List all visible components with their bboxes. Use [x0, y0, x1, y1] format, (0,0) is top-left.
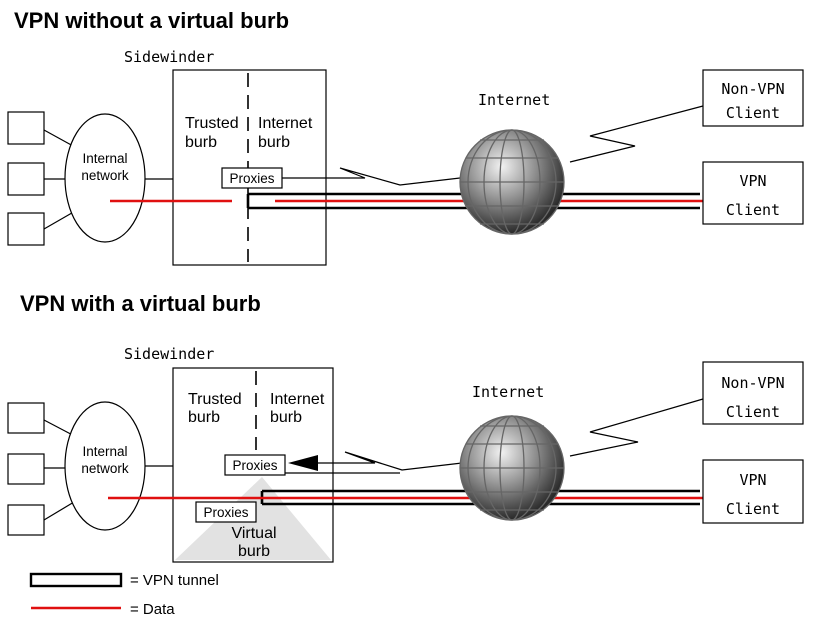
bottom-non-vpn-client-label-2: Client [726, 403, 780, 421]
top-host-3 [7, 212, 45, 246]
top-diagram: VPN without a virtual burb Sidewinder In… [7, 8, 804, 266]
top-globe-icon [459, 129, 565, 235]
bottom-virtual-proxies-label: Proxies [203, 505, 248, 520]
top-internet-burb-1: Internet [258, 115, 313, 132]
bottom-diagram-title: VPN with a virtual burb [20, 291, 261, 316]
bottom-virtual-burb-label-1: Virtual [231, 525, 276, 542]
top-internet-label: Internet [478, 91, 550, 109]
legend-vpn-tunnel-swatch [29, 572, 123, 588]
top-host-1 [7, 111, 45, 145]
bottom-trusted-burb-1: Trusted [188, 391, 242, 408]
top-proxies-label: Proxies [229, 171, 274, 186]
bottom-internal-network-label-2: network [81, 461, 129, 476]
top-sidewinder-label: Sidewinder [124, 48, 214, 66]
top-vpn-client-label-2: Client [726, 201, 780, 219]
bottom-virtual-proxies-box [195, 501, 257, 523]
bottom-vpn-client-label-2: Client [726, 500, 780, 518]
top-internal-network [64, 113, 146, 243]
top-non-vpn-link [569, 105, 704, 163]
bottom-vpn-client-label-1: VPN [739, 471, 766, 489]
top-trusted-burb-1: Trusted [185, 115, 239, 132]
bottom-non-vpn-client-label-1: Non-VPN [721, 374, 784, 392]
top-internet-burb-2: burb [258, 134, 290, 151]
bottom-host-3 [7, 504, 45, 536]
top-non-vpn-client-label-1: Non-VPN [721, 80, 784, 98]
bottom-proxy-internet-link [318, 451, 463, 471]
top-trusted-burb-2: burb [185, 134, 217, 151]
bottom-internet-label: Internet [472, 383, 544, 401]
bottom-internet-burb-2: burb [270, 409, 302, 426]
bottom-host-1 [7, 402, 45, 434]
top-internal-network-label-2: network [81, 168, 129, 183]
bottom-internet-burb-1: Internet [270, 391, 325, 408]
bottom-vpn-client [702, 459, 804, 524]
bottom-non-vpn-client [702, 361, 804, 425]
bottom-proxies-label: Proxies [232, 458, 277, 473]
bottom-sidewinder-label: Sidewinder [124, 345, 214, 363]
legend: = VPN tunnel = Data [29, 572, 219, 618]
top-host-2 [7, 162, 45, 196]
bottom-internal-network-label-1: Internal [82, 444, 127, 459]
top-proxy-internet-link [282, 167, 461, 186]
bottom-globe-icon [459, 415, 565, 521]
top-internal-network-label-1: Internal [82, 151, 127, 166]
bottom-diagram: VPN with a virtual burb Sidewinder Inter… [7, 291, 804, 563]
bottom-host-2 [7, 453, 45, 485]
legend-data-label: = Data [130, 601, 175, 618]
bottom-virtual-burb-label-2: burb [238, 543, 270, 560]
top-non-vpn-client [702, 69, 804, 127]
bottom-non-vpn-link [569, 398, 704, 457]
top-non-vpn-client-label-2: Client [726, 104, 780, 122]
bottom-arrow-head [288, 455, 318, 471]
bottom-proxies-box [224, 454, 286, 476]
bottom-trusted-burb-2: burb [188, 409, 220, 426]
legend-vpn-tunnel-label: = VPN tunnel [130, 572, 219, 589]
top-vpn-client-label-1: VPN [739, 172, 766, 190]
top-vpn-client [702, 161, 804, 225]
top-diagram-title: VPN without a virtual burb [14, 8, 289, 33]
